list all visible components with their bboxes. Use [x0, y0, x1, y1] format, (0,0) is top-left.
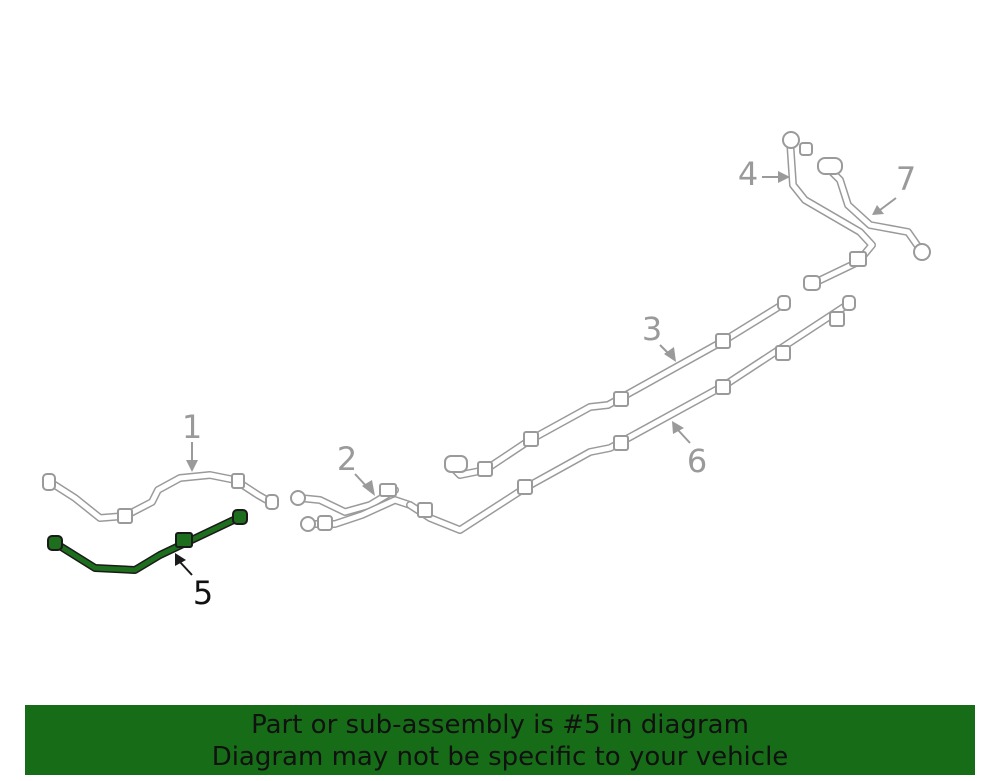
callout-leader-6	[672, 421, 691, 444]
callout-number-1: 1	[182, 408, 202, 446]
part-6-line[interactable]	[406, 295, 856, 534]
info-banner: Part or sub-assembly is #5 in diagram Di…	[25, 705, 975, 775]
part-2-line[interactable]	[290, 483, 414, 532]
part-1-line[interactable]	[42, 471, 279, 524]
part-5-line[interactable]	[47, 509, 248, 574]
parts-diagram: 1 2 3 4 5 6 7	[42, 131, 931, 612]
callout-number-3: 3	[642, 310, 662, 348]
callout-leader-2	[354, 473, 375, 496]
callout-number-6: 6	[687, 442, 707, 480]
banner-line-part-info: Part or sub-assembly is #5 in diagram	[251, 710, 749, 740]
callout-leader-5	[175, 553, 193, 576]
part-7-line[interactable]	[817, 157, 931, 261]
part-3-line[interactable]	[444, 295, 791, 479]
callout-leader-3	[659, 344, 676, 362]
callout-number-2: 2	[337, 440, 357, 478]
callout-number-5: 5	[193, 574, 213, 612]
banner-line-disclaimer: Diagram may not be specific to your vehi…	[211, 742, 789, 772]
callout-number-4: 4	[738, 155, 758, 193]
callout-number-7: 7	[896, 160, 916, 198]
part-4-line[interactable]	[782, 131, 876, 291]
callout-leader-4	[762, 171, 790, 183]
callout-leader-7	[872, 197, 897, 215]
callout-leader-1	[186, 442, 198, 472]
